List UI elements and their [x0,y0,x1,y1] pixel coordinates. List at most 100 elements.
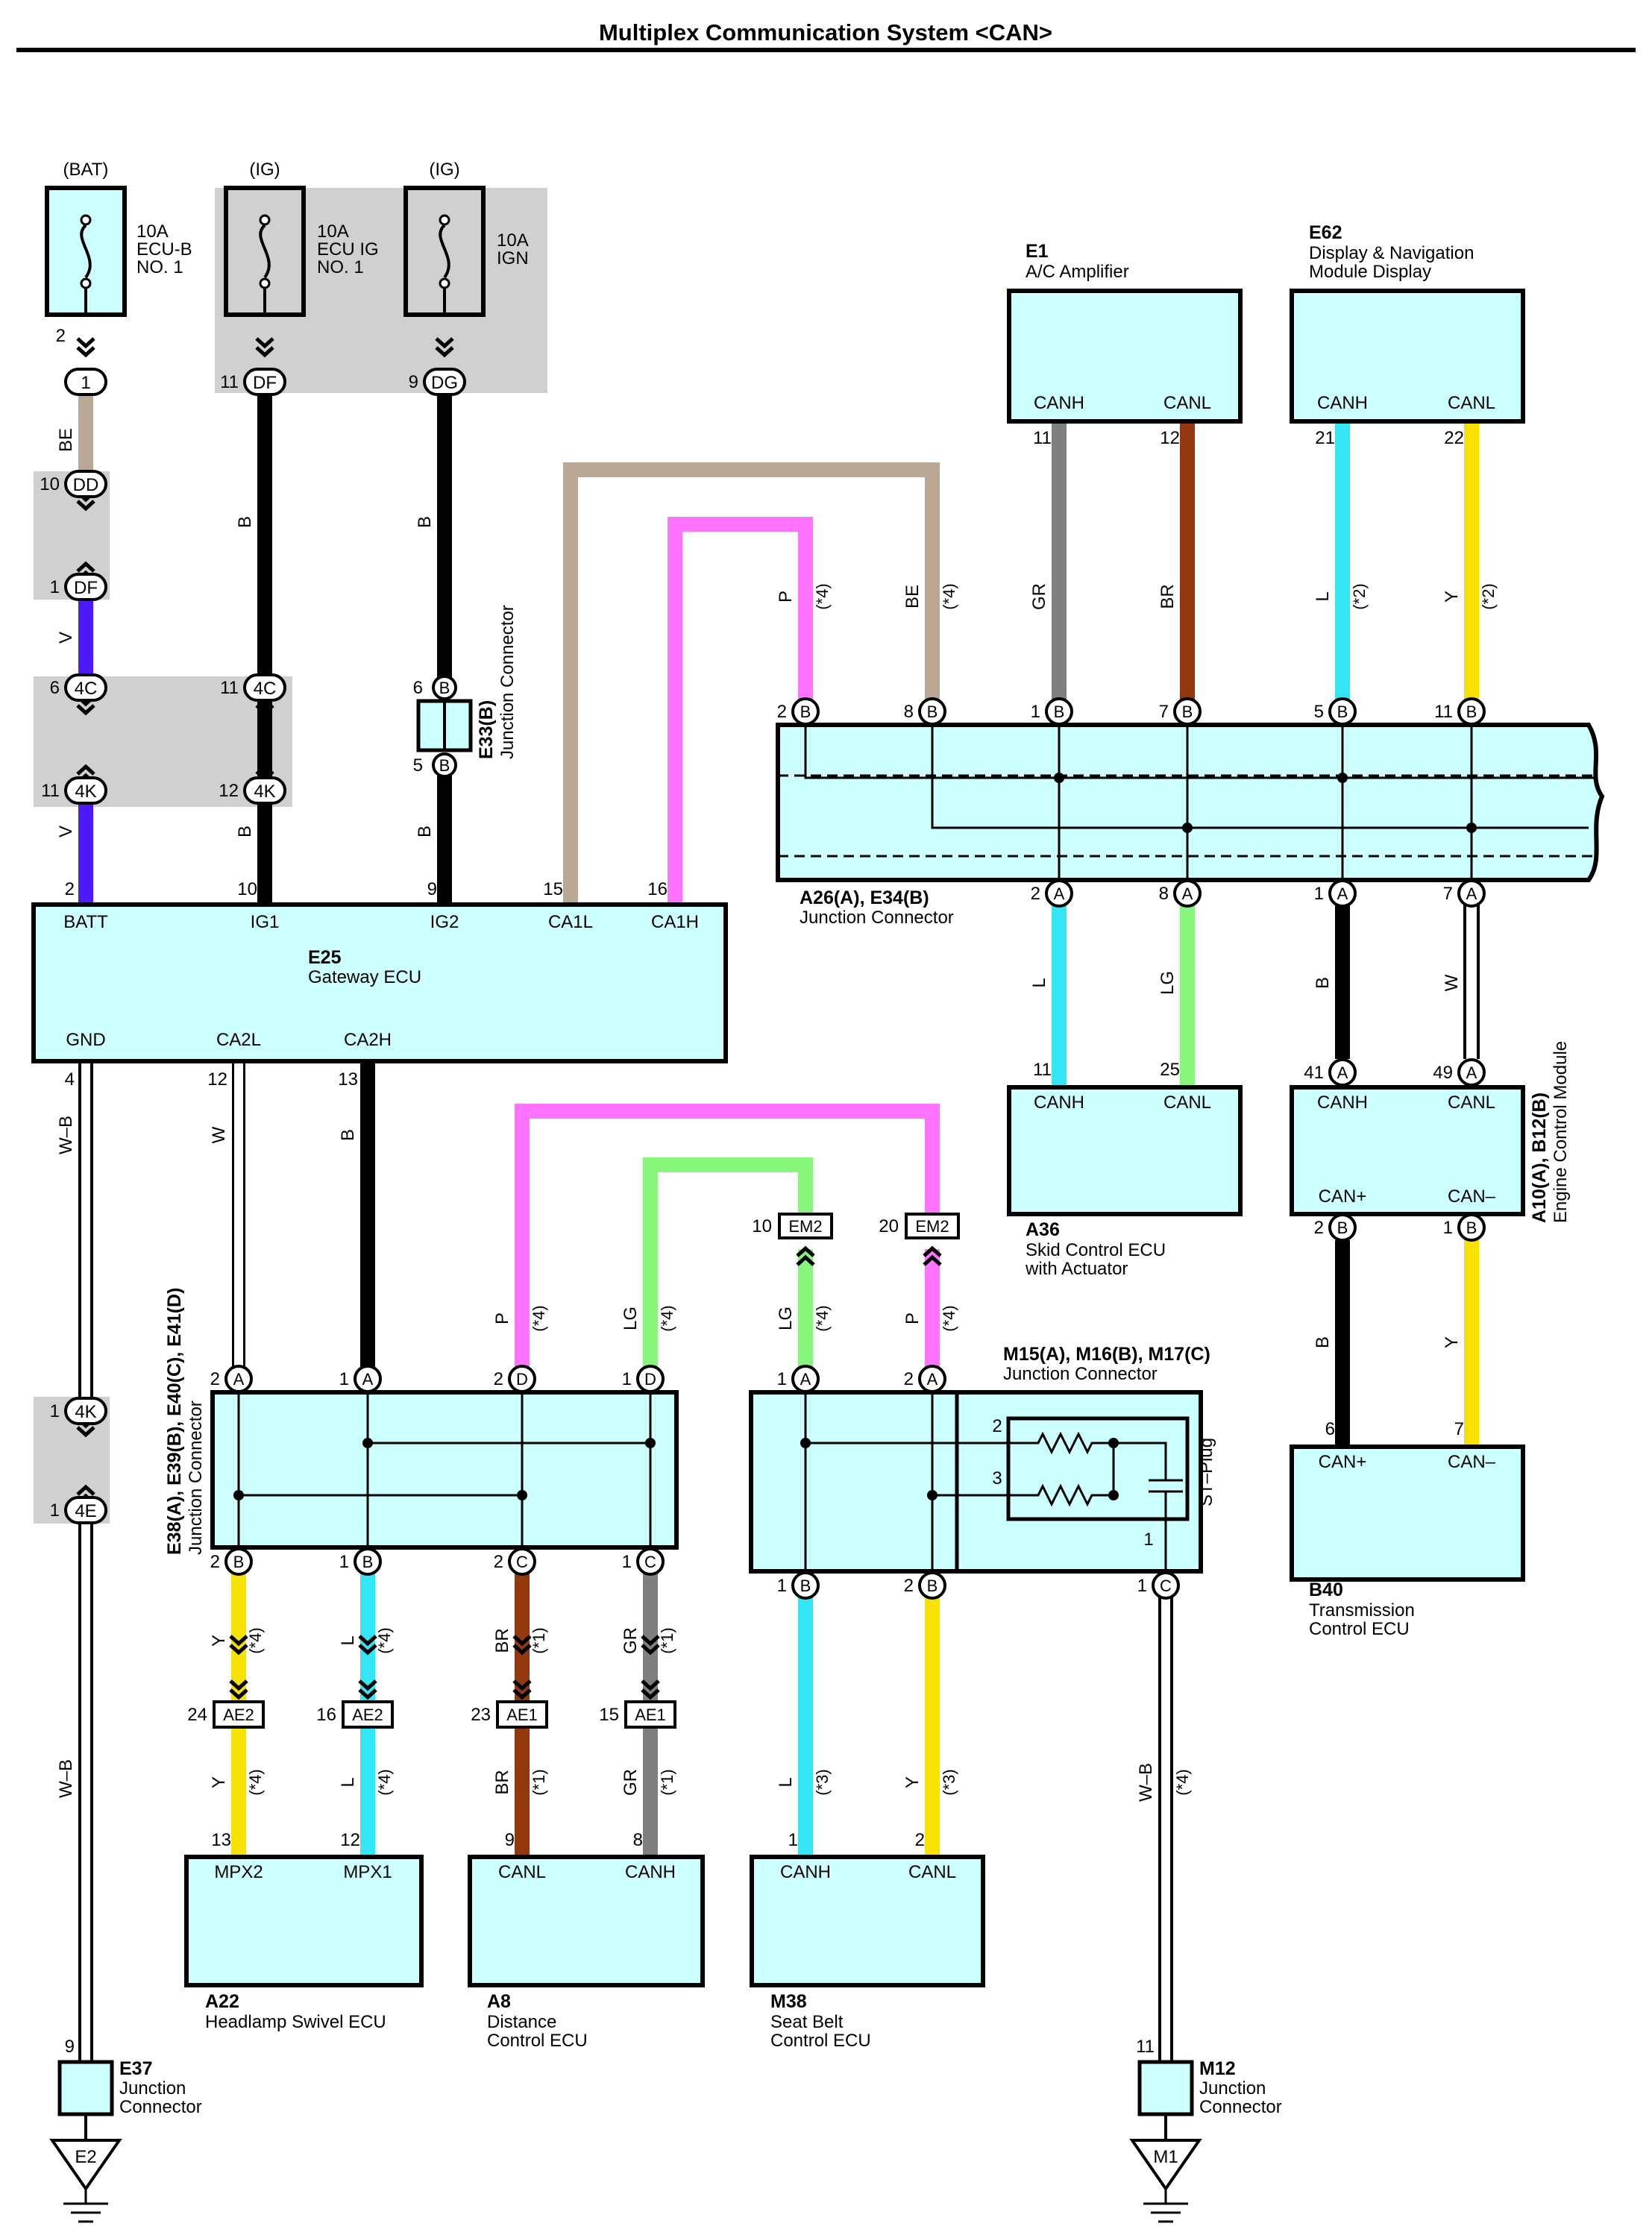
pin-gnd: GND [66,1030,105,1050]
ecu-code: M38 [770,1991,807,2012]
svg-text:B: B [1313,977,1333,989]
ae-connectors: AE2 AE2 AE1 AE1 24 16 23 15 [187,1636,676,1729]
svg-text:2: 2 [210,1369,220,1389]
fuse-rating: 10A [317,221,349,242]
svg-text:EM2: EM2 [788,1217,822,1236]
shaded-areas [34,188,547,1524]
svg-text:8: 8 [633,1830,643,1850]
svg-text:(*4): (*4) [375,1627,394,1653]
svg-text:P: P [902,1313,923,1324]
ecu-m38: CANH CANL 1 2 M38 Seat Belt Control ECU [750,1830,985,2051]
svg-text:11: 11 [220,372,239,392]
svg-text:B: B [338,1129,358,1141]
svg-text:1: 1 [50,577,60,597]
svg-text:2: 2 [992,1416,1002,1436]
svg-text:4K: 4K [75,782,96,802]
fuse-ign: (IG) 10A IGN [403,160,529,317]
fuse-name: ECU IG [317,239,379,260]
svg-text:B: B [1337,1219,1348,1237]
svg-text:B: B [800,702,811,721]
svg-text:1: 1 [50,1500,60,1521]
st-plug-label: ST–Plug [1196,1438,1216,1506]
svg-text:2: 2 [777,702,787,722]
ecu-code: A10(A), B12(B) [1529,1093,1550,1223]
svg-text:(*3): (*3) [813,1769,832,1795]
junction-code: M12 [1199,2058,1236,2079]
svg-text:5: 5 [1314,702,1324,722]
svg-text:L: L [776,1777,796,1787]
svg-text:1: 1 [622,1369,632,1389]
junction-code: E38(A), E39(B), E40(C), E41(D) [164,1288,185,1555]
svg-text:DG: DG [431,373,458,393]
svg-text:1: 1 [339,1369,349,1389]
svg-text:P: P [492,1313,512,1324]
junction-name: Junction Connector [186,1401,206,1555]
pin-canh: CANH [1317,1093,1368,1113]
svg-text:(*2): (*2) [1350,583,1369,609]
svg-text:A: A [800,1370,811,1389]
wire-labels: BE V V B B B B P (*4) BE (*4) GR BR L (*… [56,428,1498,1802]
svg-text:1: 1 [622,1552,632,1572]
fuse-name: ECU-B [136,239,192,260]
ecu-code: A36 [1026,1219,1060,1240]
junction-name: Junction Connector [800,908,954,928]
svg-text:Y: Y [1442,1336,1462,1348]
svg-text:11: 11 [1136,2037,1155,2057]
junction-m15: 2 3 1 ST–Plug A A B B C 1 2 1 2 1 M15(A)… [749,1344,1216,1600]
ecu-name-2: Control ECU [487,2031,588,2051]
svg-text:1: 1 [50,1401,60,1421]
ecu-name: Distance [487,2012,556,2032]
svg-text:16: 16 [647,879,668,899]
junction-e37: E2 9 E37 Junction Connector [49,2037,202,2223]
svg-text:1: 1 [777,1369,787,1389]
pin-canh: CANH [1317,393,1368,413]
connector-df-ig1: DF [243,368,286,396]
ecu-b40: CAN+ CAN– 6 7 B40 Transmission Control E… [1290,1419,1525,1639]
pin-can-minus: CAN– [1448,1452,1496,1472]
junction-name: Junction Connector [497,605,518,759]
ecu-name-2: Control ECU [770,2031,871,2051]
svg-text:GR: GR [621,1627,641,1654]
svg-text:P: P [776,591,796,603]
svg-text:11: 11 [1434,702,1453,722]
ecu-name: Display & Navigation [1309,243,1474,263]
svg-text:B: B [415,826,435,837]
ecu-code: E25 [308,947,342,968]
svg-text:C: C [516,1553,528,1571]
pin-ca2h: CA2H [344,1030,392,1050]
svg-text:V: V [56,632,76,644]
wires [78,395,1480,2062]
svg-text:B: B [1337,702,1348,721]
svg-text:Y: Y [209,1776,229,1788]
junction-code: M15(A), M16(B), M17(C) [1003,1344,1210,1365]
ground-label: M1 [1153,2147,1178,2167]
svg-text:B: B [927,702,938,721]
svg-text:2: 2 [1031,884,1040,904]
ecu-name-2: with Actuator [1025,1259,1128,1279]
fuse-source-label: (IG) [249,160,280,180]
svg-text:16: 16 [316,1705,336,1725]
fuse-ecu-ig-no1: (IG) 10A ECU IG NO. 1 [224,160,379,317]
ecu-name: A/C Amplifier [1026,262,1129,282]
svg-text:15: 15 [599,1705,619,1725]
svg-text:LG: LG [621,1307,641,1330]
ecu-name: Skid Control ECU [1026,1240,1166,1260]
inline-pin-numbers: 2 11 9 10 1 6 11 11 12 1 1 [40,326,418,1521]
svg-text:C: C [644,1553,656,1571]
pin-canh: CANH [1034,1093,1084,1113]
svg-text:4: 4 [65,1069,75,1090]
svg-text:3: 3 [992,1468,1002,1489]
ecu-code: A8 [487,1991,511,2012]
svg-text:11: 11 [220,678,239,698]
fuse-name-2: NO. 1 [317,257,364,277]
svg-text:(*4): (*4) [940,583,958,609]
svg-text:Y: Y [209,1635,229,1647]
svg-text:A: A [233,1370,245,1389]
fuse-name-2: NO. 1 [136,257,183,277]
fuse-rating: 10A [497,230,529,251]
svg-text:21: 21 [1315,428,1335,448]
svg-text:1: 1 [1137,1576,1147,1596]
svg-text:A: A [362,1370,374,1389]
svg-text:4E: 4E [75,1501,96,1521]
